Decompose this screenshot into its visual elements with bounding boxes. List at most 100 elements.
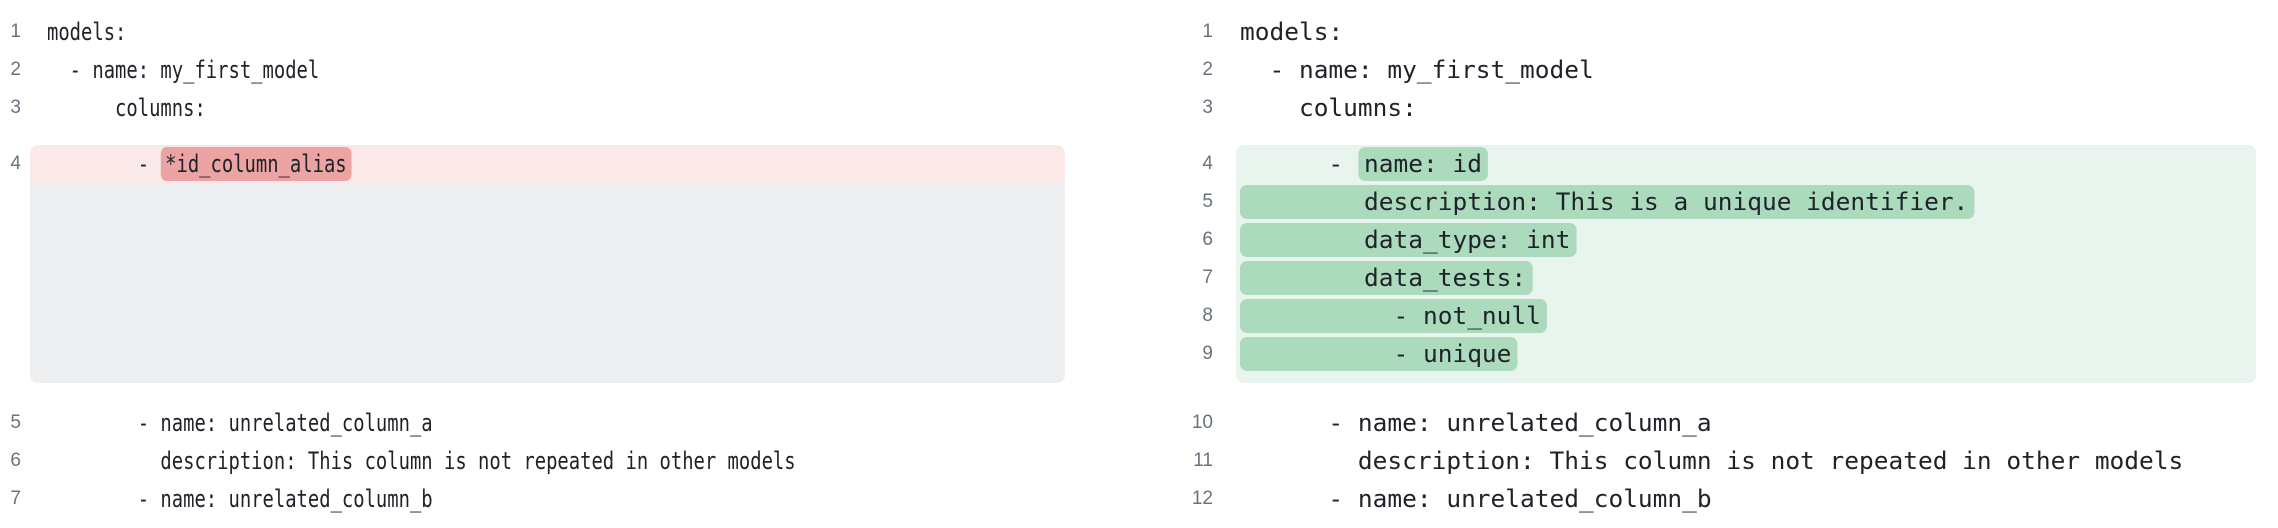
code-text: - name: unrelated_column_b: [47, 480, 433, 518]
code-text: columns:: [47, 89, 206, 127]
line-number: 7: [1202, 267, 1213, 288]
code-line: 3 columns:: [0, 89, 1065, 127]
line-number: 4: [1202, 153, 1213, 174]
code-text: - not_null: [1240, 297, 1548, 335]
removed-line-highlight: - *id_column_alias: [30, 145, 1065, 183]
code-text: models:: [1240, 13, 1343, 51]
code-text: - name: id: [1240, 145, 1489, 183]
code-text: columns:: [1240, 89, 1417, 127]
code-segment: -: [1240, 150, 1358, 178]
code-line: 11 description: This column is not repea…: [1165, 442, 2278, 480]
code-text: description: This column is not repeated…: [47, 442, 796, 480]
code-text: data_type: int: [1240, 221, 1577, 259]
line-number: 9: [1202, 343, 1213, 364]
code-text-area: models:: [1236, 13, 2256, 51]
word-diff-chip: description: This is a unique identifier…: [1240, 185, 1975, 219]
line-number: [0, 183, 21, 383]
line-number: 7: [10, 488, 21, 509]
code-line: 4 - name: id: [1165, 145, 2278, 183]
code-line: 3 columns:: [1165, 89, 2278, 127]
line-number: 1: [1202, 21, 1213, 42]
code-line: 10 - name: unrelated_column_a: [1165, 404, 2278, 442]
code-segment: columns:: [47, 94, 206, 122]
line-number: 8: [1202, 305, 1213, 326]
code-segment: columns:: [1240, 94, 1417, 122]
word-diff-chip: data_type: int: [1240, 223, 1577, 257]
code-line: 12 - name: unrelated_column_b: [1165, 480, 2278, 518]
code-line: 4 - *id_column_alias: [0, 145, 1065, 183]
code-line: 7 data_tests:: [1165, 259, 2278, 297]
diff-pane-before: 1 models: 2 - name: my_first_model 3 column…: [0, 0, 1065, 518]
code-line: 5 description: This is a unique identifi…: [1165, 183, 2278, 221]
code-line: 8 - not_null: [1165, 297, 2278, 335]
code-text: - *id_column_alias: [47, 145, 352, 183]
word-diff-chip: *id_column_alias: [160, 147, 352, 181]
added-line-highlight: - not_null: [1236, 297, 2256, 335]
code-text-area: columns:: [30, 89, 1065, 127]
line-number: 10: [1191, 412, 1213, 433]
code-text: - name: unrelated_column_b: [1240, 480, 1712, 518]
line-number: [1165, 373, 1213, 383]
word-diff-chip: - unique: [1240, 337, 1518, 371]
code-segment: -: [47, 150, 161, 178]
code-text: models:: [47, 13, 126, 51]
code-text-area: [1236, 373, 2256, 383]
code-segment: - name: unrelated_column_b: [47, 485, 433, 513]
line-number: 5: [1202, 191, 1213, 212]
code-segment: description: This column is not repeated…: [1240, 447, 2184, 475]
code-text: description: This column is not repeated…: [1240, 442, 2183, 480]
code-text-area: columns:: [1236, 89, 2256, 127]
line-number: 6: [10, 450, 21, 471]
line-number: 5: [10, 412, 21, 433]
code-text-area: - name: unrelated_column_b: [30, 480, 1065, 518]
line-number: 2: [1202, 59, 1213, 80]
code-segment: models:: [1240, 18, 1344, 46]
code-segment: - name: my_first_model: [47, 56, 320, 84]
code-text: data_tests:: [1240, 259, 1533, 297]
added-line-highlight: data_type: int: [1236, 221, 2256, 259]
code-text-area: description: This column is not repeated…: [1236, 442, 2256, 480]
code-line: 6 data_type: int: [1165, 221, 2278, 259]
code-segment: - name: my_first_model: [1240, 56, 1594, 84]
code-line: 1 models:: [1165, 13, 2278, 51]
removed-lines-placeholder: [0, 183, 1065, 383]
added-line-highlight: - name: id: [1236, 145, 2256, 183]
added-line-highlight: - unique: [1236, 335, 2256, 373]
placeholder-block: [30, 183, 1065, 383]
code-text-area: - name: unrelated_column_a: [30, 404, 1065, 442]
code-line: 1 models:: [0, 13, 1065, 51]
code-text: - name: unrelated_column_a: [47, 404, 433, 442]
line-number: 11: [1193, 450, 1213, 471]
added-block-padding: [1165, 373, 2278, 383]
code-line: 6 description: This column is not repeat…: [0, 442, 1065, 480]
code-segment: - name: unrelated_column_a: [1240, 409, 1712, 437]
code-text: - unique: [1240, 335, 1518, 373]
code-text: - name: my_first_model: [1240, 51, 1594, 89]
line-number: 1: [10, 21, 21, 42]
code-text-area: - name: unrelated_column_b: [1236, 480, 2256, 518]
code-text: - name: unrelated_column_a: [1240, 404, 1712, 442]
line-number: 2: [10, 59, 21, 80]
code-text-area: models:: [30, 13, 1065, 51]
code-segment: - name: unrelated_column_a: [47, 409, 433, 437]
line-number: 12: [1191, 488, 1213, 509]
line-number: 3: [1202, 97, 1213, 118]
added-line-highlight: data_tests:: [1236, 259, 2256, 297]
code-text: description: This is a unique identifier…: [1240, 183, 1975, 221]
word-diff-chip: - not_null: [1240, 299, 1548, 333]
line-number: 3: [10, 97, 21, 118]
code-line: 2 - name: my_first_model: [1165, 51, 2278, 89]
code-text-area: - name: my_first_model: [1236, 51, 2256, 89]
word-diff-chip: data_tests:: [1240, 261, 1533, 295]
line-number: 4: [10, 153, 21, 174]
code-line: 7 - name: unrelated_column_b: [0, 480, 1065, 518]
code-line: 5 - name: unrelated_column_a: [0, 404, 1065, 442]
code-segment: description: This column is not repeated…: [47, 447, 796, 475]
code-text-area: - name: my_first_model: [30, 51, 1065, 89]
code-text-area: - name: unrelated_column_a: [1236, 404, 2256, 442]
code-text-area: description: This column is not repeated…: [30, 442, 1065, 480]
code-segment: - name: unrelated_column_b: [1240, 485, 1712, 513]
added-line-highlight: description: This is a unique identifier…: [1236, 183, 2256, 221]
